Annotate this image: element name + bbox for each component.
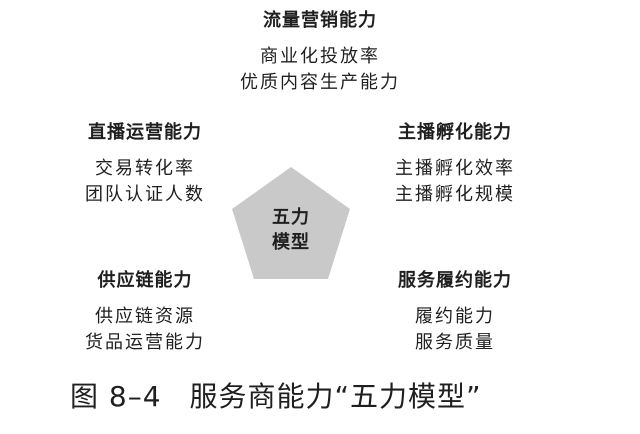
center-label: 五力 模型 (250, 205, 332, 255)
block-item: 团队认证人数 (85, 184, 205, 205)
capability-block-traffic-marketing: 流量营销能力 商业化投放率 优质内容生产能力 (170, 6, 470, 96)
block-item: 履约能力 (415, 306, 495, 327)
center-label-line2: 模型 (272, 232, 310, 253)
block-item: 主播孵化规模 (395, 184, 515, 205)
block-item: 服务质量 (415, 332, 495, 353)
block-title: 流量营销能力 (263, 10, 377, 31)
block-title: 供应链能力 (97, 270, 193, 291)
block-title: 直播运营能力 (88, 122, 202, 143)
block-item: 优质内容生产能力 (240, 72, 400, 93)
capability-block-anchor-incubation: 主播孵化能力 主播孵化效率 主播孵化规模 (355, 118, 555, 208)
block-item: 供应链资源 (95, 306, 195, 327)
block-title: 主播孵化能力 (398, 122, 512, 143)
block-item: 商业化投放率 (260, 46, 380, 67)
capability-block-supply-chain: 供应链能力 供应链资源 货品运营能力 (55, 266, 235, 356)
figure-title: 服务商能力“五力模型” (189, 380, 482, 413)
center-pentagon (232, 167, 350, 279)
center-label-line1: 五力 (272, 207, 310, 228)
pentagon-shape (232, 167, 350, 279)
block-item: 交易转化率 (95, 158, 195, 179)
figure-number: 图 8–4 (70, 380, 162, 413)
block-item: 货品运营能力 (85, 332, 205, 353)
figure-caption: 图 8–4 服务商能力“五力模型” (70, 375, 590, 415)
capability-block-live-operations: 直播运营能力 交易转化率 团队认证人数 (55, 118, 235, 208)
capability-block-service-fulfillment: 服务履约能力 履约能力 服务质量 (355, 266, 555, 356)
block-item: 主播孵化效率 (395, 158, 515, 179)
block-title: 服务履约能力 (398, 270, 512, 291)
